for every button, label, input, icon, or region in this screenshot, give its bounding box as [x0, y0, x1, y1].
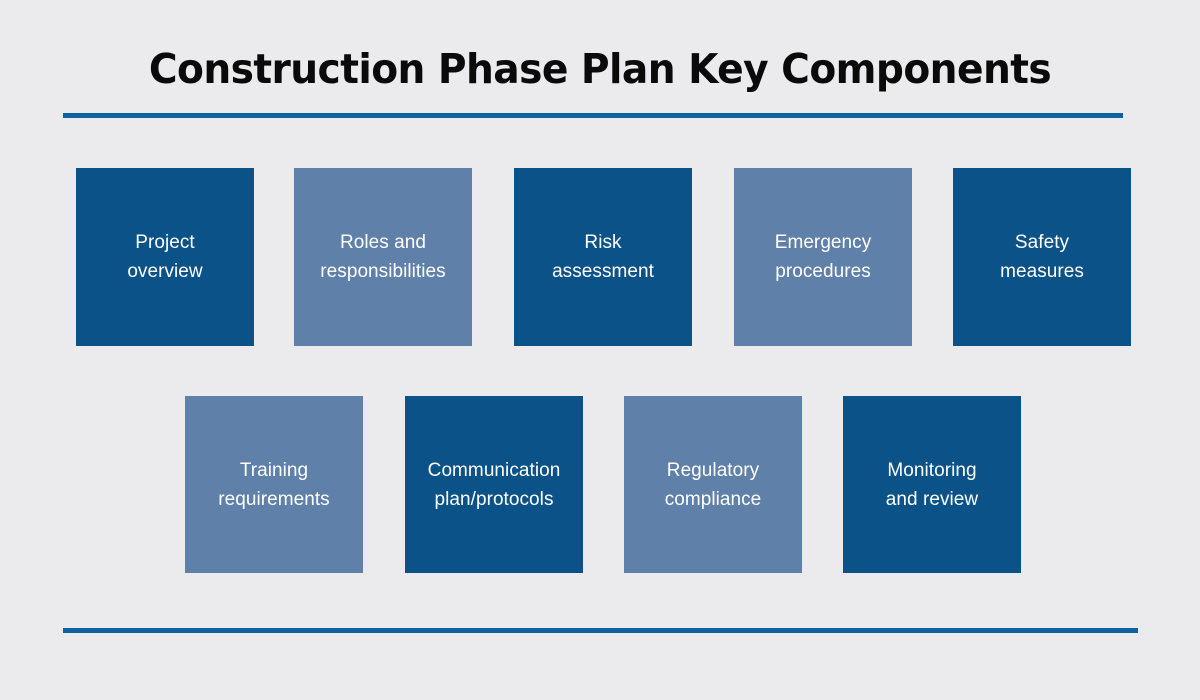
component-box-risk-assessment[interactable]: Risk assessment — [514, 168, 692, 346]
component-box-label: Risk assessment — [552, 232, 654, 282]
component-box-label: Project overview — [127, 232, 203, 282]
component-box-project-overview[interactable]: Project overview — [76, 168, 254, 346]
page-title: Construction Phase Plan Key Components — [148, 45, 1052, 93]
component-box-label: Emergency procedures — [774, 232, 872, 282]
component-box-safety-measures[interactable]: Safety measures — [953, 168, 1131, 346]
top-divider-rule — [63, 113, 1123, 118]
component-box-regulatory-compliance[interactable]: Regulatory compliance — [624, 396, 802, 573]
component-box-label: Communication plan/protocols — [427, 459, 561, 510]
component-box-monitoring-and-review[interactable]: Monitoring and review — [843, 396, 1021, 573]
component-box-communication-plan-protocols[interactable]: Communication plan/protocols — [405, 396, 583, 573]
component-box-label: Safety measures — [1000, 232, 1084, 282]
component-box-label: Training requirements — [218, 459, 330, 510]
component-box-label: Monitoring and review — [885, 459, 979, 510]
component-box-label: Regulatory compliance — [664, 459, 762, 510]
component-box-roles-and-responsibilities[interactable]: Roles and responsibilities — [294, 168, 472, 346]
component-box-emergency-procedures[interactable]: Emergency procedures — [734, 168, 912, 346]
component-box-training-requirements[interactable]: Training requirements — [185, 396, 363, 573]
bottom-divider-rule — [63, 628, 1138, 633]
component-box-label: Roles and responsibilities — [320, 232, 446, 282]
